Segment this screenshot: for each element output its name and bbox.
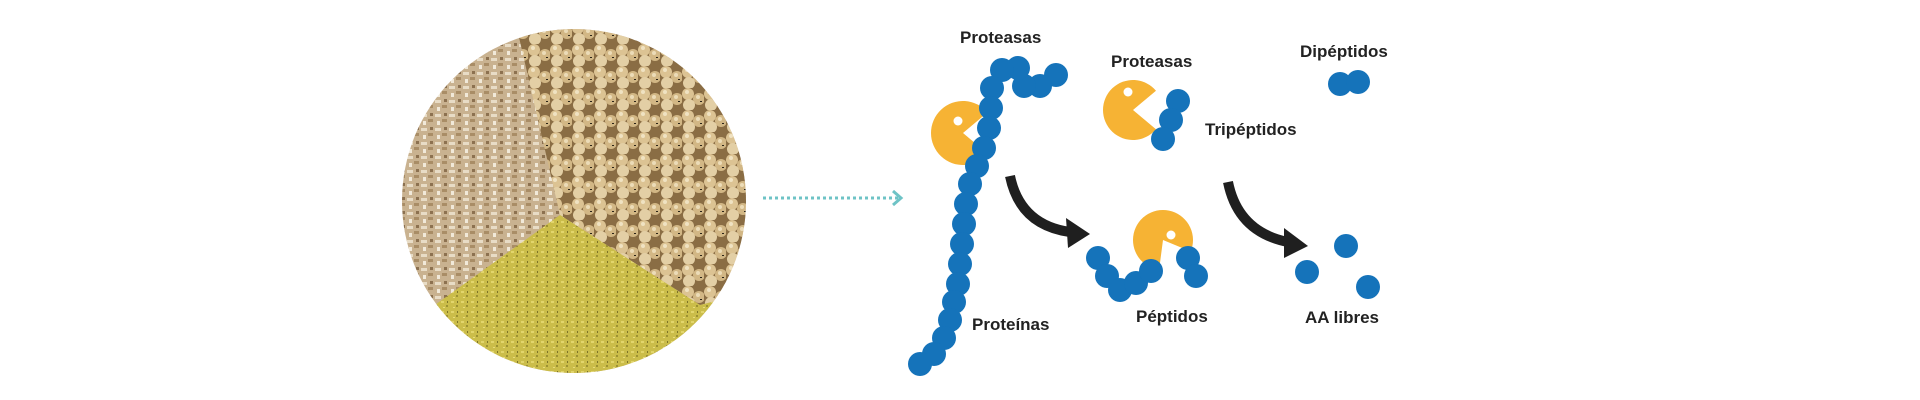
bead-icon [1151,127,1175,151]
bead-icon [990,58,1014,82]
photo-soybeans-region [515,29,746,305]
label-free-aa: AA libres [1305,308,1379,327]
enzymes-layer [931,79,1193,270]
enzyme-eye [953,116,963,126]
bead-icon [954,192,978,216]
bead-icon [1086,246,1110,270]
bead-icon [1346,70,1370,94]
curved-arrow-icon [1005,174,1090,248]
bead-icon [979,96,1003,120]
bead-icon [1334,234,1358,258]
dotted-arrow-head [892,189,904,207]
bead-icon [952,212,976,236]
bead-icon [972,136,996,160]
curved-arrow-shaft [1223,180,1290,247]
bead-icon [908,352,932,376]
bead-icon [977,116,1001,140]
label-proteases-1: Proteasas [960,28,1041,47]
label-proteins: Proteínas [972,315,1049,334]
bead-icon [1184,264,1208,288]
label-peptides: Péptidos [1136,307,1208,326]
enzyme-proteases-2 [1103,79,1156,140]
curved-arrow-head [1284,228,1308,258]
label-tripeptides: Tripéptidos [1205,120,1297,139]
curved-arrow-shaft [1005,174,1071,237]
ingredient-photo [402,29,746,373]
bead-icon [958,172,982,196]
bead-icon [1159,108,1183,132]
curved-arrow-head [1066,218,1090,248]
bead-icon [946,272,970,296]
free-aa-group [1295,234,1380,299]
bead-icon [1166,89,1190,113]
label-proteases-2: Proteasas [1111,52,1192,71]
dotted-arrow-icon [763,189,904,207]
pacman-enzyme-icon [1133,210,1193,270]
amino-acids-layer [908,56,1380,376]
tripeptide-group [1151,89,1190,151]
label-dipeptides: Dipéptidos [1300,42,1388,61]
bead-icon [1295,260,1319,284]
peptide-group [1086,246,1208,302]
bead-icon [1328,72,1352,96]
bead-icon [950,232,974,256]
bead-icon [965,154,989,178]
bead-icon [1139,259,1163,283]
bead-icon [942,290,966,314]
photo-meal-region [402,215,746,373]
bead-icon [1356,275,1380,299]
bead-icon [1176,246,1200,270]
enzyme-eye [1123,87,1133,97]
bead-icon [980,76,1004,100]
dipeptide-group [1328,70,1370,96]
enzyme-peptides [1133,210,1193,270]
enzyme-eye [1166,230,1176,240]
bead-icon [948,252,972,276]
arrows-layer [1005,174,1308,258]
protein-chain-group [908,56,1068,376]
pacman-enzyme-icon [1103,79,1156,140]
curved-arrow-icon [1223,180,1308,258]
